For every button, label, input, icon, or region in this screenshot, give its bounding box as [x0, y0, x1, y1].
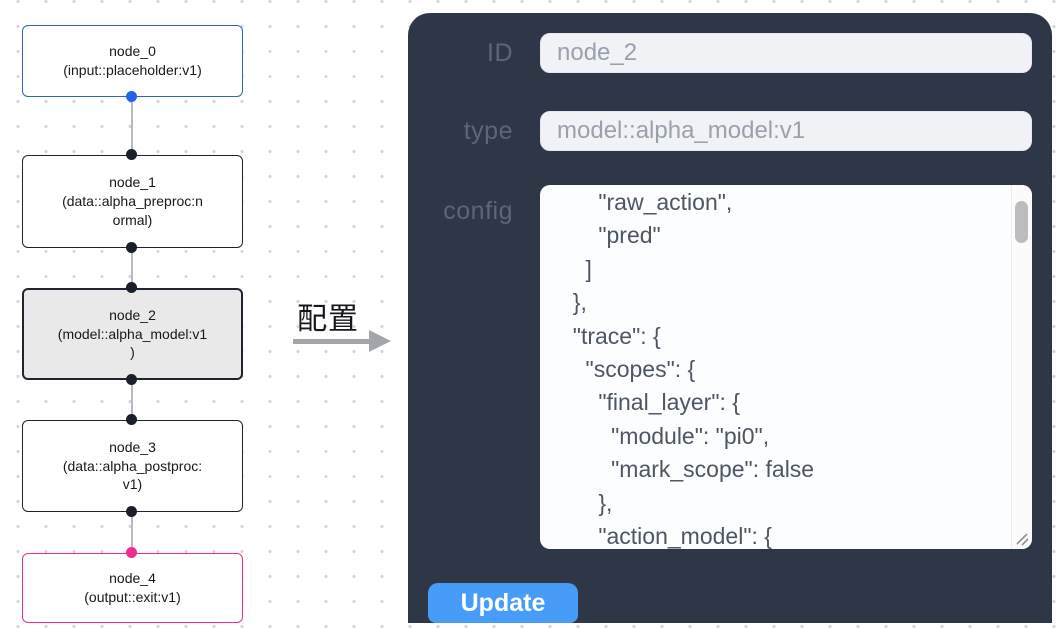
node-handle-source-node_2[interactable]	[126, 374, 137, 385]
node-subtitle: (data::alpha_preproc:n	[62, 193, 203, 210]
scrollbar-track[interactable]	[1011, 185, 1032, 549]
config-textarea[interactable]: "raw_action", "pred" ] }, "trace": { "sc…	[540, 185, 1032, 549]
node-subtitle: (output::exit:v1)	[84, 589, 181, 605]
update-button[interactable]: Update	[428, 583, 578, 623]
node-subtitle: (model::alpha_model:v1	[57, 325, 208, 342]
id-input[interactable]	[540, 33, 1032, 73]
id-field-label: ID	[487, 39, 513, 67]
node-handle-source-node_1[interactable]	[126, 242, 137, 253]
resize-grip-icon[interactable]	[1012, 529, 1030, 547]
type-input[interactable]	[540, 111, 1032, 151]
node-title: node_1	[109, 174, 156, 191]
node-title: node_3	[109, 438, 156, 455]
flow-node-node_3[interactable]: node_3 (data::alpha_postproc: v1)	[22, 420, 243, 512]
flow-edge-3-4	[131, 512, 133, 553]
right-arrow-icon	[293, 339, 371, 344]
flow-node-node_0[interactable]: node_0 (input::placeholder:v1)	[22, 25, 243, 97]
node-handle-source-node_3[interactable]	[126, 506, 137, 517]
config-field-label: config	[443, 197, 513, 225]
node-subtitle: (data::alpha_postproc:	[62, 457, 203, 474]
flow-node-node_1[interactable]: node_1 (data::alpha_preproc:n ormal)	[22, 155, 243, 248]
node-subtitle: ormal)	[112, 211, 153, 228]
node-subtitle: (input::placeholder:v1)	[63, 62, 202, 78]
flow-edge-1-2	[131, 248, 133, 288]
node-title: node_2	[109, 306, 156, 323]
right-arrow-head-icon	[369, 330, 391, 352]
node-subtitle: v1)	[122, 476, 143, 493]
flow-edge-2-3	[131, 380, 133, 420]
flow-node-node_2-selected[interactable]: node_2 (model::alpha_model:v1 )	[22, 288, 243, 380]
node-title: node_4	[109, 570, 156, 587]
node-handle-target-node_4[interactable]	[126, 547, 137, 558]
node-handle-source-node_0[interactable]	[126, 91, 137, 102]
node-handle-target-node_2[interactable]	[126, 282, 137, 293]
node-title: node_0	[109, 43, 156, 60]
config-json-text: "raw_action", "pred" ] }, "trace": { "sc…	[572, 189, 815, 549]
flow-node-node_4[interactable]: node_4 (output::exit:v1)	[22, 553, 243, 623]
node-subtitle: )	[130, 344, 135, 361]
type-field-label: type	[463, 117, 513, 145]
scrollbar-thumb[interactable]	[1015, 201, 1028, 243]
configure-label: 配置	[297, 303, 359, 336]
node-handle-target-node_1[interactable]	[126, 149, 137, 160]
flow-edge-0-1	[131, 97, 133, 155]
node-config-panel: ID type config "raw_action", "pred" ] },…	[408, 13, 1052, 623]
node-handle-target-node_3[interactable]	[126, 414, 137, 425]
